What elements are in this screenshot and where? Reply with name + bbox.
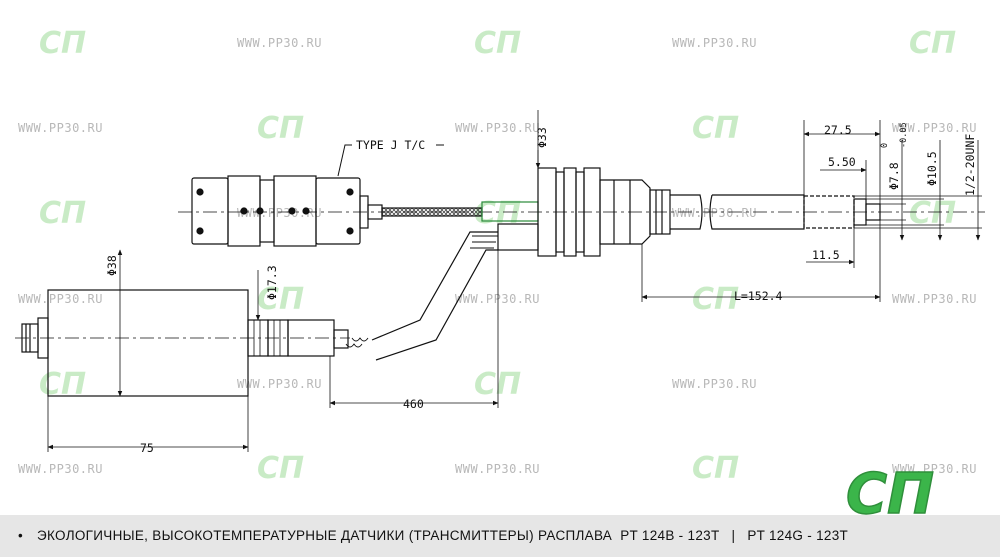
dim-tip-section: 11.5: [812, 248, 840, 262]
footer-model-b: PT 124G - 123T: [747, 528, 849, 543]
dim-tip-diameter: Φ7.8: [887, 162, 901, 190]
watermark-logo: СП: [257, 112, 304, 142]
tc-fitting: [481, 201, 539, 222]
watermark-logo: СП: [39, 368, 86, 398]
brand-logo: СП: [845, 463, 934, 521]
svg-text:СП: СП: [692, 452, 739, 482]
sensor-head: [497, 167, 671, 257]
watermark-url: WWW.PP30.RU: [455, 462, 540, 476]
sensor-stem: [670, 194, 881, 230]
dim-stem-length: L=152.4: [734, 289, 783, 303]
dim-tip-length: 27.5: [824, 123, 852, 137]
tc-connector: [191, 175, 383, 247]
watermark-url: WWW.PP30.RU: [18, 121, 103, 135]
callout-tc-label: TYPE J T/C: [356, 138, 425, 152]
svg-text:СП: СП: [39, 197, 86, 227]
footer-caption: • ЭКОЛОГИЧНЫЕ, ВЫСОКОТЕМПЕРАТУРНЫЕ ДАТЧИК…: [18, 528, 848, 543]
dim-body-diameter: Φ38: [105, 255, 119, 276]
dim-head-diameter: Φ33: [535, 127, 549, 148]
footer-bar: • ЭКОЛОГИЧНЫЕ, ВЫСОКОТЕМПЕРАТУРНЫЕ ДАТЧИК…: [0, 515, 1000, 557]
watermark-url: WWW.PP30.RU: [672, 377, 757, 391]
sensor-body: [21, 289, 349, 397]
watermark-logo: СП: [692, 452, 739, 482]
watermark-logo: СП: [39, 197, 86, 227]
dim-thread-spec: 1/2-20UNF: [963, 134, 977, 196]
watermark-url: WWW.PP30.RU: [237, 36, 322, 50]
svg-text:СП: СП: [474, 368, 521, 398]
footer-bullet: •: [18, 528, 24, 543]
footer-description: ЭКОЛОГИЧНЫЕ, ВЫСОКОТЕМПЕРАТУРНЫЕ ДАТЧИКИ…: [37, 528, 613, 543]
dim-tip-tol-upper: 0: [880, 143, 890, 148]
watermark-logo: СП: [474, 368, 521, 398]
sensor-drawing: TYPE J T/C Φ33 Φ38 Φ17.3 75 460 27.5 5.5…: [15, 110, 985, 455]
watermark-logo: СП: [257, 452, 304, 482]
watermark-url: WWW.PP30.RU: [892, 121, 977, 135]
watermark-logo: СП: [39, 27, 86, 57]
svg-text:СП: СП: [257, 112, 304, 142]
footer-model-a: PT 124B - 123T: [620, 528, 720, 543]
watermark-url: WWW.PP30.RU: [455, 292, 540, 306]
watermark-logo: СП: [909, 27, 956, 57]
svg-text:СП: СП: [909, 27, 956, 57]
watermark-url: WWW.PP30.RU: [672, 36, 757, 50]
dim-neck-diameter: Φ17.3: [265, 265, 279, 300]
watermark-url: WWW.PP30.RU: [18, 462, 103, 476]
svg-text:СП: СП: [39, 27, 86, 57]
watermark-url: WWW.PP30.RU: [892, 462, 977, 476]
capillary: [345, 231, 498, 361]
watermark-url: WWW.PP30.RU: [455, 121, 540, 135]
svg-text:СП: СП: [474, 27, 521, 57]
tc-wire: [381, 207, 483, 217]
watermark-logo: СП: [474, 27, 521, 57]
watermark-url: WWW.PP30.RU: [18, 292, 103, 306]
svg-text:СП: СП: [692, 112, 739, 142]
dim-tip-shoulder: 5.50: [828, 155, 856, 169]
watermark-logo: СП: [692, 112, 739, 142]
watermark-url: WWW.PP30.RU: [237, 377, 322, 391]
watermark-logo: СП: [257, 283, 304, 313]
svg-text:СП: СП: [39, 368, 86, 398]
watermark-url: WWW.PP30.RU: [892, 292, 977, 306]
svg-text:СП: СП: [257, 452, 304, 482]
footer-separator: |: [731, 528, 736, 543]
dim-body-length: 75: [140, 441, 154, 455]
svg-text:СП: СП: [846, 463, 934, 521]
dim-cable-length: 460: [403, 397, 424, 411]
watermark-url: WWW.PP30.RU: [672, 206, 757, 220]
dim-thread-diameter: Φ10.5: [925, 151, 939, 186]
svg-text:СП: СП: [257, 283, 304, 313]
dim-tip-tol-lower: -0.05: [899, 122, 909, 148]
